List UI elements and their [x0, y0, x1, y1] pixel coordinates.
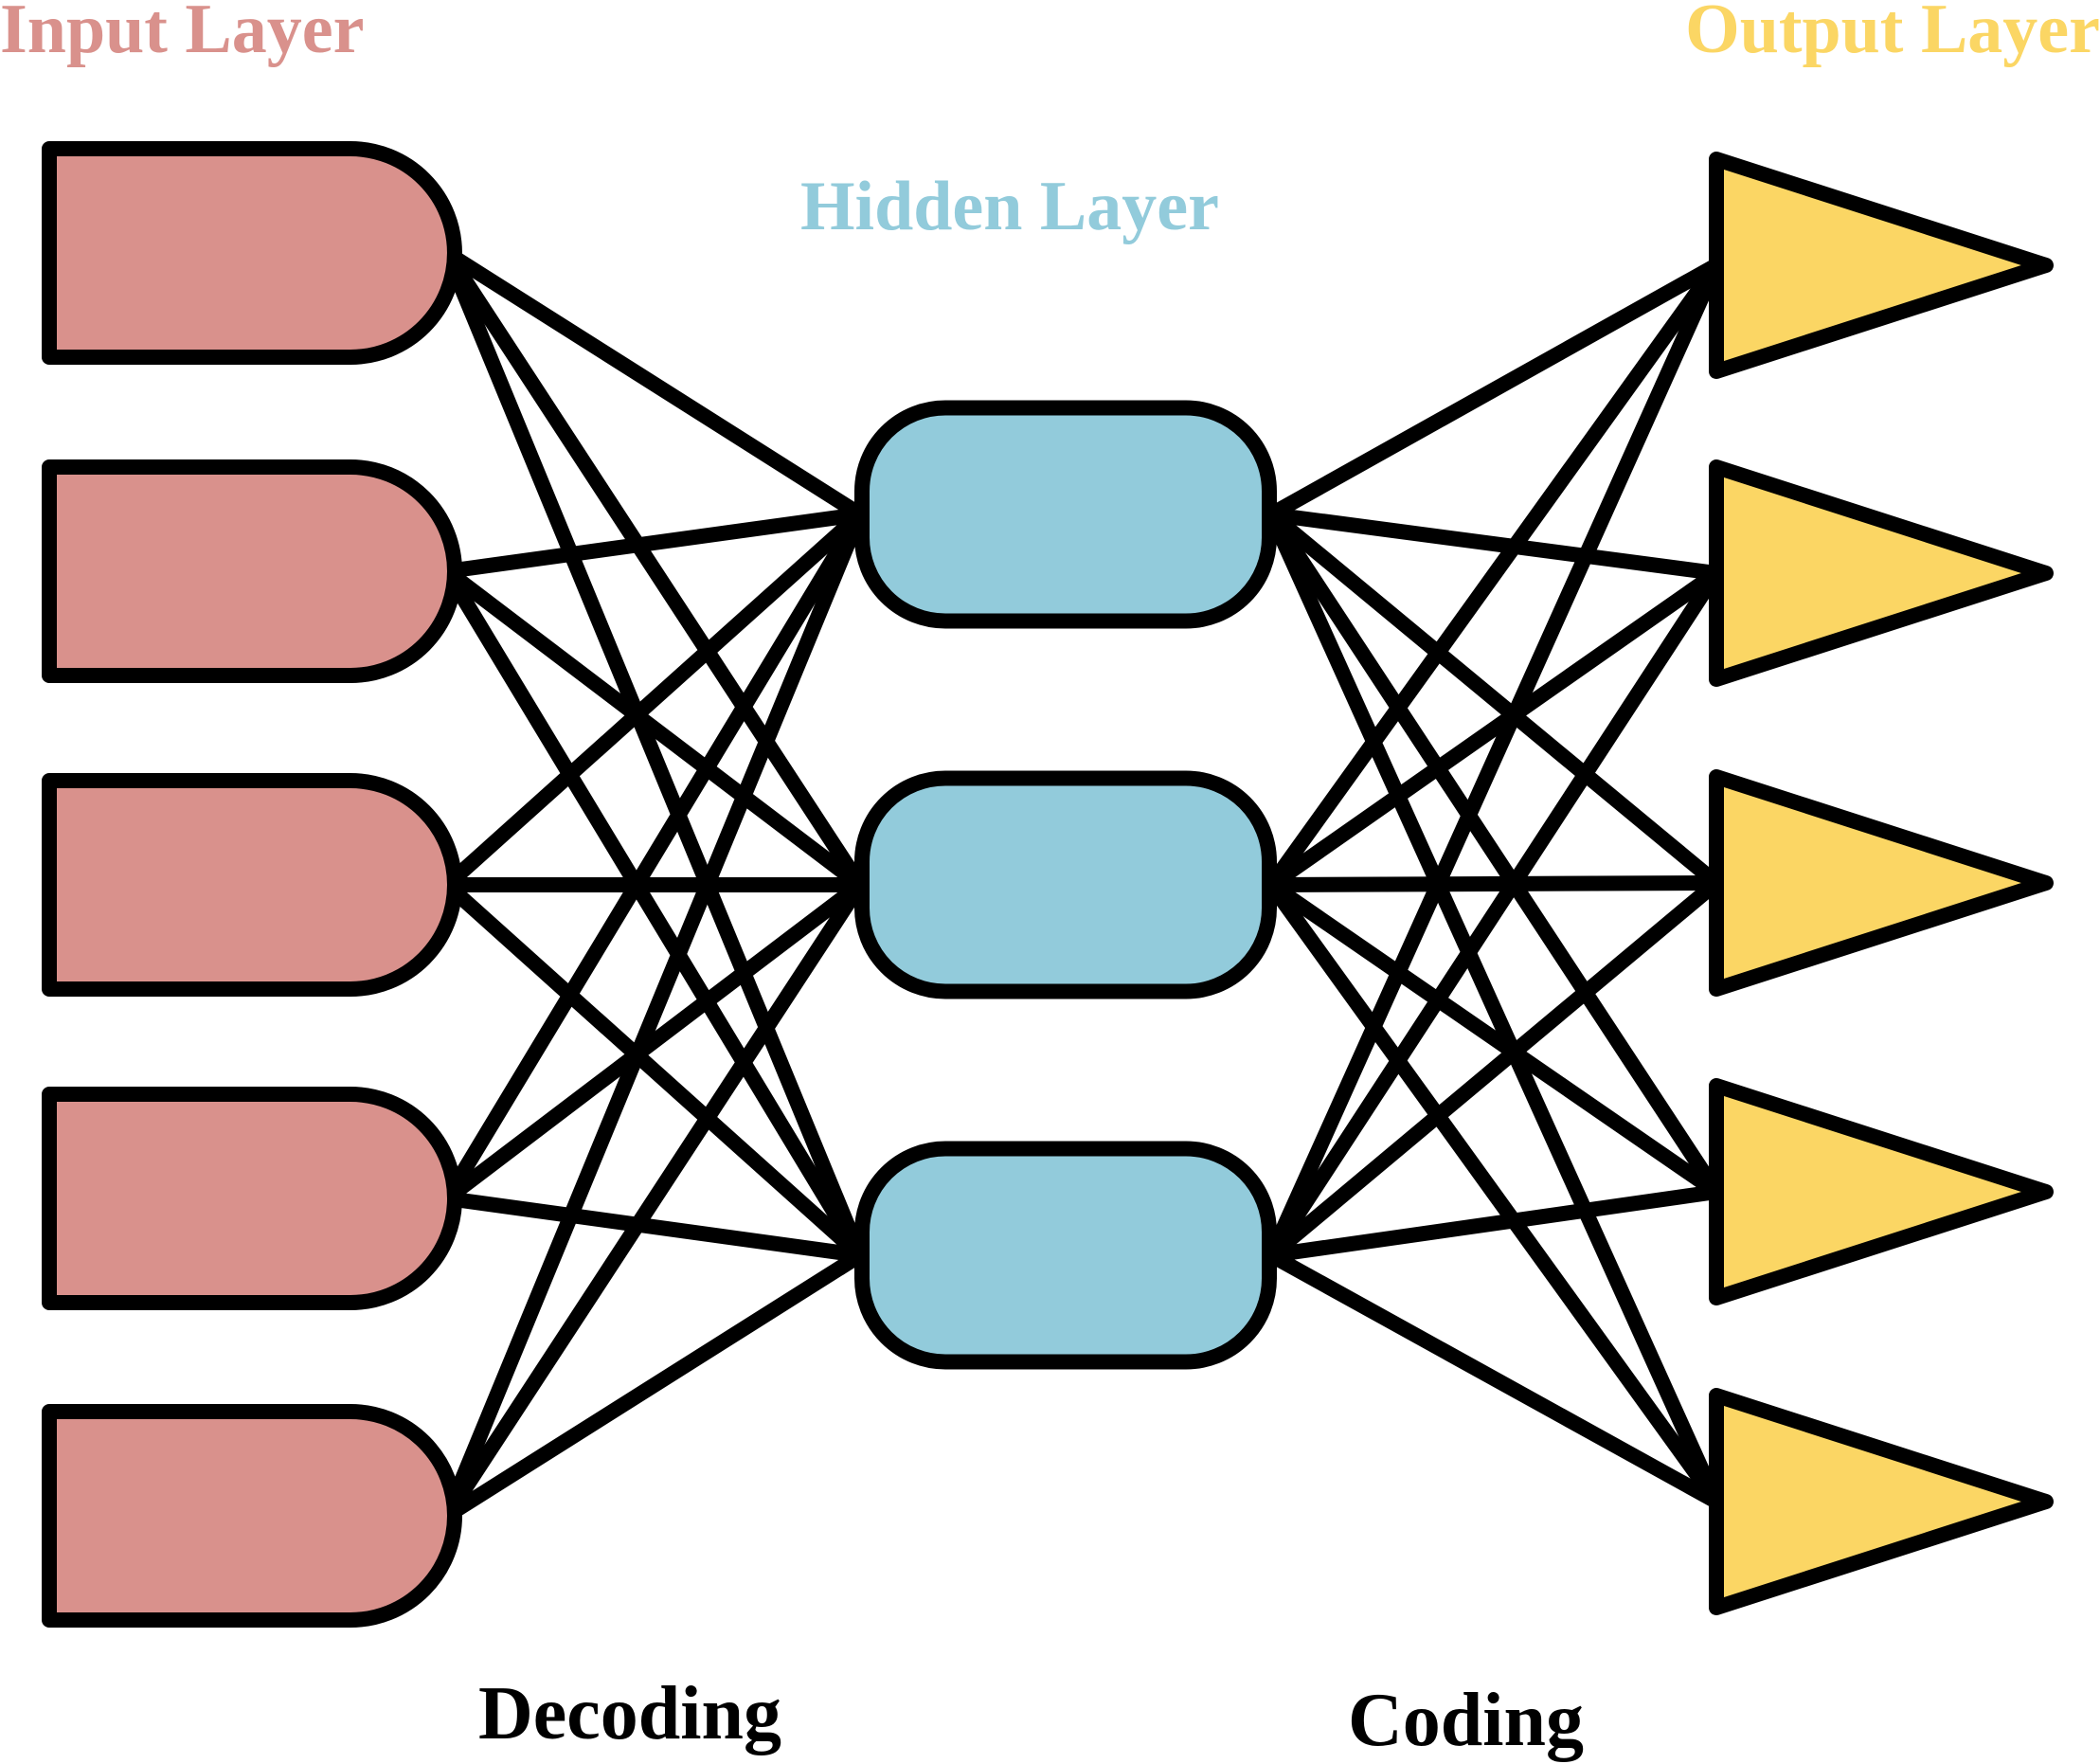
hidden-output-edge [1264, 258, 1724, 522]
hidden-output-edge [1264, 566, 1724, 1263]
hidden-output-edge [1264, 507, 1724, 581]
hidden-output-edge [1264, 258, 1724, 1263]
input-node [42, 773, 462, 997]
hidden-node [854, 770, 1277, 999]
hidden-layer [854, 400, 1277, 1370]
hidden-output-edge [1264, 507, 1724, 1509]
hidden-output-edge [1264, 507, 1724, 891]
input-hidden-edge [440, 564, 868, 1263]
hidden-output-edge [1264, 258, 1724, 892]
hidden-output-edge [1264, 875, 1724, 892]
input-layer-label: Input Layer [0, 0, 364, 68]
input-hidden-edge [440, 564, 868, 892]
hidden-output-edge [1264, 1184, 1724, 1263]
input-hidden-edge [440, 1191, 868, 1263]
input-hidden-edge [440, 507, 868, 892]
hidden-output-edge [1264, 507, 1724, 1199]
output-node [1709, 459, 2054, 687]
input-hidden-edge [440, 245, 868, 892]
output-layer [1709, 152, 2054, 1615]
input-hidden-edge [440, 507, 868, 1523]
output-node [1709, 152, 2054, 379]
input-hidden-edge [440, 877, 868, 1523]
input-node [42, 459, 462, 683]
output-node [1709, 1078, 2054, 1305]
hidden-output-edge [1264, 875, 1724, 1263]
input-layer [42, 141, 462, 1628]
hidden-output-edge [1264, 1248, 1724, 1509]
input-hidden-edge [440, 507, 868, 1206]
input-hidden-edge [440, 877, 868, 1206]
hidden-node [854, 400, 1277, 629]
hidden-layer-label: Hidden Layer [800, 168, 1219, 245]
input-node [42, 1087, 462, 1310]
output-layer-label: Output Layer [1685, 0, 2100, 68]
input-hidden-edge [440, 245, 868, 522]
hidden-output-edge [1264, 877, 1724, 1199]
input-hidden-edge [440, 877, 868, 1263]
input-hidden-edge [440, 507, 868, 579]
output-node [1709, 1388, 2054, 1615]
hidden-output-edge [1264, 566, 1724, 892]
decoding-label: Decoding [478, 1672, 781, 1755]
input-node [42, 1404, 462, 1628]
coding-label: Coding [1348, 1679, 1584, 1762]
connection-edges [440, 245, 1724, 1523]
input-hidden-edge [440, 1248, 868, 1523]
hidden-node [854, 1141, 1277, 1370]
input-node [42, 141, 462, 365]
input-hidden-edge [440, 245, 868, 1263]
output-node [1709, 769, 2054, 997]
hidden-output-edge [1264, 877, 1724, 1509]
